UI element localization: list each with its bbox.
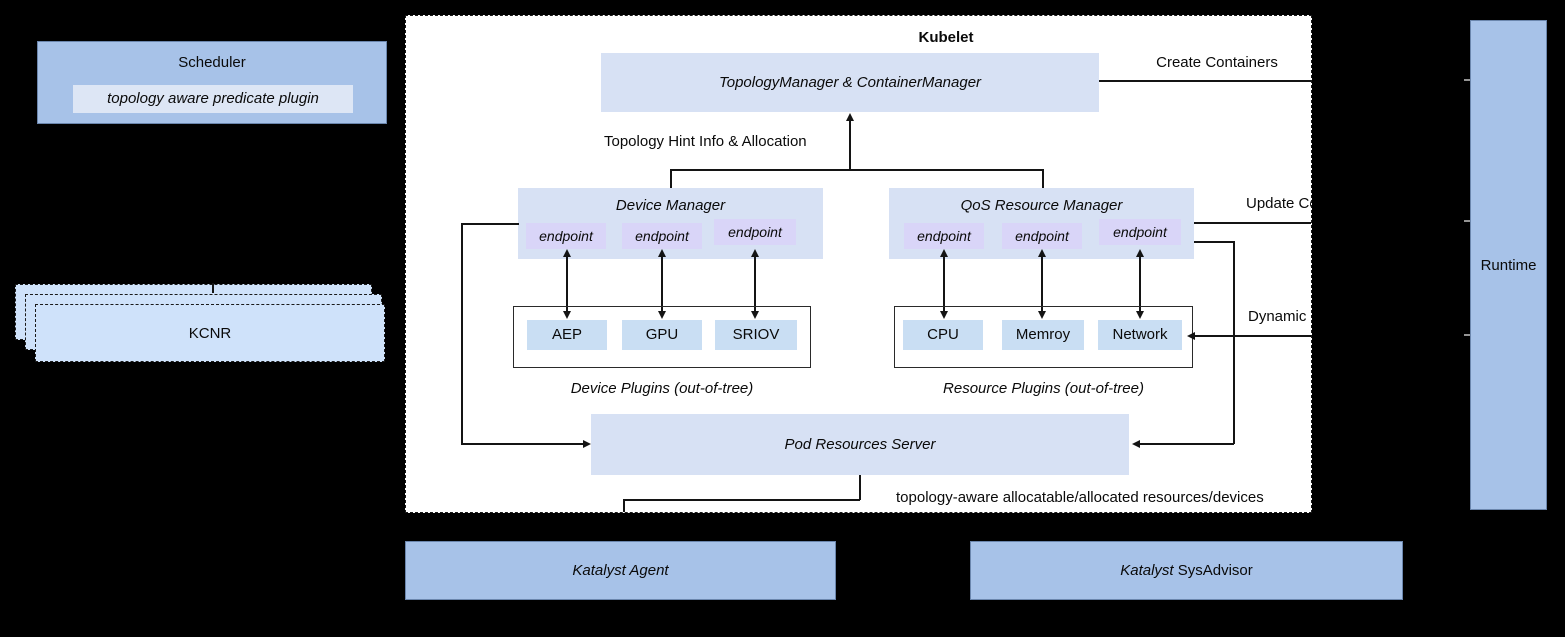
endpoint-box: endpoint (714, 219, 796, 245)
qos-resource-manager-box: QoS Resource Manager endpoint endpoint e… (889, 188, 1194, 259)
arrow-down-icon (658, 311, 666, 319)
arrow-down-icon (940, 311, 948, 319)
dynamic-line (1195, 335, 1311, 337)
left-connector-vertical (461, 223, 463, 444)
resource-plugins-box: CPU Memroy Network (894, 306, 1193, 368)
fork-left-line (670, 169, 672, 188)
device-arrow-line (566, 256, 568, 312)
runtime-stub-bottom (1464, 334, 1470, 336)
dynamic-label: Dynamic (1248, 308, 1307, 325)
right-connector-vertical (1233, 241, 1235, 444)
arrow-down-icon (751, 311, 759, 319)
qos-resource-manager-title: QoS Resource Manager (960, 197, 1123, 214)
endpoint-box: endpoint (622, 223, 702, 249)
arrow-up-icon (751, 249, 759, 257)
endpoint-box: endpoint (526, 223, 606, 249)
plugin-gpu: GPU (622, 320, 702, 350)
runtime-box: Runtime (1470, 20, 1547, 510)
katalyst-sysadvisor-label-italic: Katalyst (1120, 562, 1174, 579)
resource-arrow-line (1041, 256, 1043, 312)
left-connector-bottom (461, 443, 583, 445)
arrow-left-icon (1187, 332, 1195, 340)
runtime-stub-top (1464, 79, 1470, 81)
katalyst-sysadvisor-box: Katalyst SysAdvisor (970, 541, 1403, 600)
prs-bottom-line-3 (623, 499, 625, 512)
fork-horizontal-line (670, 169, 1043, 171)
device-arrow-line (754, 256, 756, 312)
plugin-memory: Memroy (1002, 320, 1084, 350)
pod-resources-server-box: Pod Resources Server (591, 414, 1129, 475)
right-connector-bottom (1140, 443, 1234, 445)
endpoint-box: endpoint (1099, 219, 1181, 245)
update-label: Update Co (1246, 195, 1312, 212)
arrow-left-icon (1132, 440, 1140, 448)
create-containers-line (1099, 80, 1311, 82)
resource-arrow-line (943, 256, 945, 312)
update-line (1194, 222, 1311, 224)
device-manager-title: Device Manager (615, 197, 726, 214)
endpoint-box: endpoint (1002, 223, 1082, 249)
plugin-aep: AEP (527, 320, 607, 350)
katalyst-agent-box: Katalyst Agent (405, 541, 836, 600)
scheduler-title: Scheduler (178, 54, 246, 71)
runtime-stub-middle (1464, 220, 1470, 222)
arrow-down-icon (563, 311, 571, 319)
endpoint-box: endpoint (904, 223, 984, 249)
prs-bottom-line-1 (859, 475, 861, 500)
prs-bottom-line-2 (623, 499, 860, 501)
device-arrow-line (661, 256, 663, 312)
plugin-network: Network (1098, 320, 1182, 350)
resource-arrow-line (1139, 256, 1141, 312)
device-manager-box: Device Manager endpoint endpoint endpoin… (518, 188, 823, 259)
plugin-cpu: CPU (903, 320, 983, 350)
fork-right-line (1042, 169, 1044, 188)
resource-plugins-caption: Resource Plugins (out-of-tree) (943, 380, 1144, 397)
kcnr-box-front: KCNR (35, 304, 385, 362)
topology-hint-label: Topology Hint Info & Allocation (604, 133, 807, 150)
runtime-label: Runtime (1480, 256, 1537, 274)
arrow-right-icon (583, 440, 591, 448)
arrow-up-icon (940, 249, 948, 257)
topology-arrow-line (849, 121, 851, 169)
kcnr-connector-stub (212, 283, 214, 293)
device-plugins-box: AEP GPU SRIOV (513, 306, 811, 368)
bottom-note-label: topology-aware allocatable/allocated res… (896, 489, 1264, 506)
right-connector-top (1194, 241, 1234, 243)
create-containers-label: Create Containers (1156, 54, 1278, 71)
arrow-down-icon (1038, 311, 1046, 319)
topology-predicate-plugin-box: topology aware predicate plugin (73, 85, 353, 113)
arrow-up-icon (563, 249, 571, 257)
plugin-sriov: SRIOV (715, 320, 797, 350)
arrow-up-icon (846, 113, 854, 121)
arrow-up-icon (1038, 249, 1046, 257)
katalyst-sysadvisor-label: SysAdvisor (1173, 562, 1253, 579)
arrow-down-icon (1136, 311, 1144, 319)
device-plugins-caption: Device Plugins (out-of-tree) (570, 380, 754, 397)
left-connector-top (461, 223, 519, 225)
arrow-up-icon (658, 249, 666, 257)
kubelet-title: Kubelet (918, 29, 974, 46)
kubelet-box: Kubelet TopologyManager & ContainerManag… (405, 15, 1312, 513)
arrow-up-icon (1136, 249, 1144, 257)
scheduler-box: Scheduler topology aware predicate plugi… (37, 41, 387, 124)
topology-manager-box: TopologyManager & ContainerManager (601, 53, 1099, 112)
